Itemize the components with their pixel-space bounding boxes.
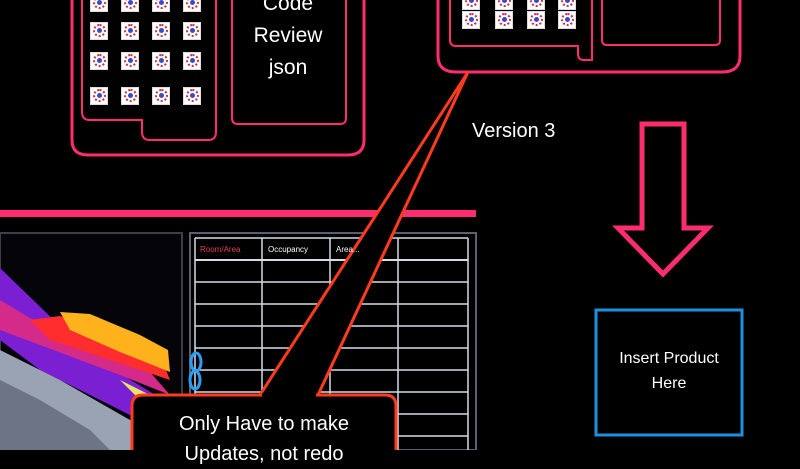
ifc-file-icon	[90, 22, 108, 40]
ifc-file-icon	[90, 0, 108, 12]
ifc-file-icon	[462, 11, 480, 29]
ifc-file-icon	[121, 22, 139, 40]
table-header-room: Room/Area	[200, 245, 241, 254]
ifc-file-icon	[558, 0, 576, 10]
down-arrow-icon	[612, 121, 714, 278]
link-chain-icon	[188, 351, 203, 391]
table-header-occupancy: Occupancy	[268, 245, 309, 254]
callout-line-1: Only Have to make	[178, 413, 350, 435]
code-review-line-3: json	[268, 56, 308, 79]
code-review-line-2: Review	[253, 24, 323, 47]
ifc-file-icon	[183, 52, 201, 70]
ifc-file-icon	[495, 0, 513, 10]
ifc-file-icon	[527, 11, 545, 29]
top-left-inner-outline	[81, 0, 217, 141]
callout-line-2: Updates, not redo	[184, 443, 344, 465]
code-review-label: Code Review json	[238, 0, 338, 84]
ifc-file-icon	[495, 11, 513, 29]
diagram-canvas: { "top_left_box": {"title_lines": ["Code…	[0, 0, 744, 465]
ifc-file-icon	[152, 22, 170, 40]
ifc-file-icon	[558, 11, 576, 29]
3d-model	[0, 268, 240, 450]
ifc-file-icon	[183, 87, 201, 105]
ifc-file-icon	[121, 52, 139, 70]
ifc-file-icon	[527, 0, 545, 10]
version-label: Version 3	[472, 120, 556, 142]
ifc-file-icon	[183, 0, 201, 12]
ifc-file-icon	[90, 87, 108, 105]
ifc-file-icon	[152, 0, 170, 12]
product-line-1: Insert Product	[619, 350, 719, 367]
section-divider	[0, 210, 476, 217]
top-right-inner-outline	[449, 0, 593, 61]
code-review-box	[231, 0, 347, 125]
diagram-shapes	[0, 0, 744, 450]
ifc-file-icon	[183, 22, 201, 40]
product-line-2: Here	[651, 375, 687, 392]
ifc-file-icon	[152, 52, 170, 70]
table-header-area: Area...	[336, 245, 360, 254]
top-right-inner-box	[601, 0, 721, 46]
code-review-line-1: Code	[262, 0, 314, 15]
top-left-panel-border	[70, 0, 366, 157]
product-box-border	[594, 308, 744, 437]
callout-text: Only Have to make Updates, not redo	[136, 409, 392, 469]
ifc-file-icon	[121, 87, 139, 105]
product-box-label: Insert Product Here	[598, 346, 740, 396]
top-right-panel-border	[436, 0, 742, 74]
ifc-file-icon	[462, 0, 480, 10]
ifc-file-icon	[90, 52, 108, 70]
ifc-file-icon	[121, 0, 139, 12]
ifc-file-icon	[152, 87, 170, 105]
